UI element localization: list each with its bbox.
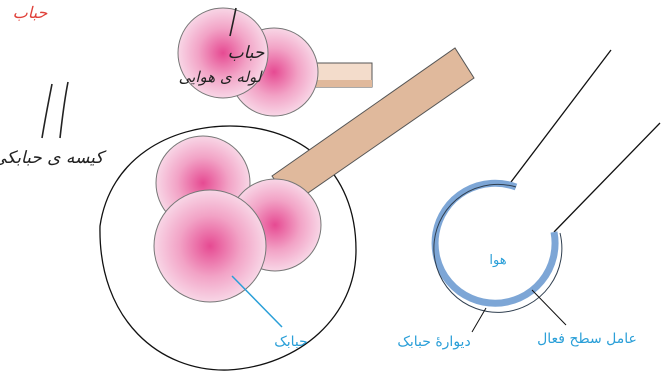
pipe-bubble-sublabel: لوله ی هوایی bbox=[179, 68, 264, 86]
wall-pointer bbox=[472, 308, 486, 332]
corner-note: حباب bbox=[13, 3, 48, 22]
pipe-bubble-label: حباب bbox=[228, 43, 265, 63]
alveolus-label: حبابک bbox=[274, 334, 308, 350]
surfactant-pointer bbox=[532, 290, 566, 325]
sac-title: کیسه ی حبابکی bbox=[0, 148, 107, 168]
alveolus-pointer bbox=[232, 276, 282, 327]
hand-stroke-left-2 bbox=[60, 82, 68, 138]
air-label: هوا bbox=[489, 253, 506, 268]
alveolar-wall bbox=[435, 183, 555, 303]
hand-stroke-left-1 bbox=[42, 84, 52, 138]
surfactant-label: عامل سطح فعال bbox=[537, 331, 637, 347]
schematic-line-upper bbox=[508, 50, 611, 186]
schematic-line-lower bbox=[554, 123, 660, 232]
alveolar-wall-label: دیوارهٔ حبابک bbox=[397, 334, 470, 350]
lower-bubble-front bbox=[154, 190, 266, 302]
